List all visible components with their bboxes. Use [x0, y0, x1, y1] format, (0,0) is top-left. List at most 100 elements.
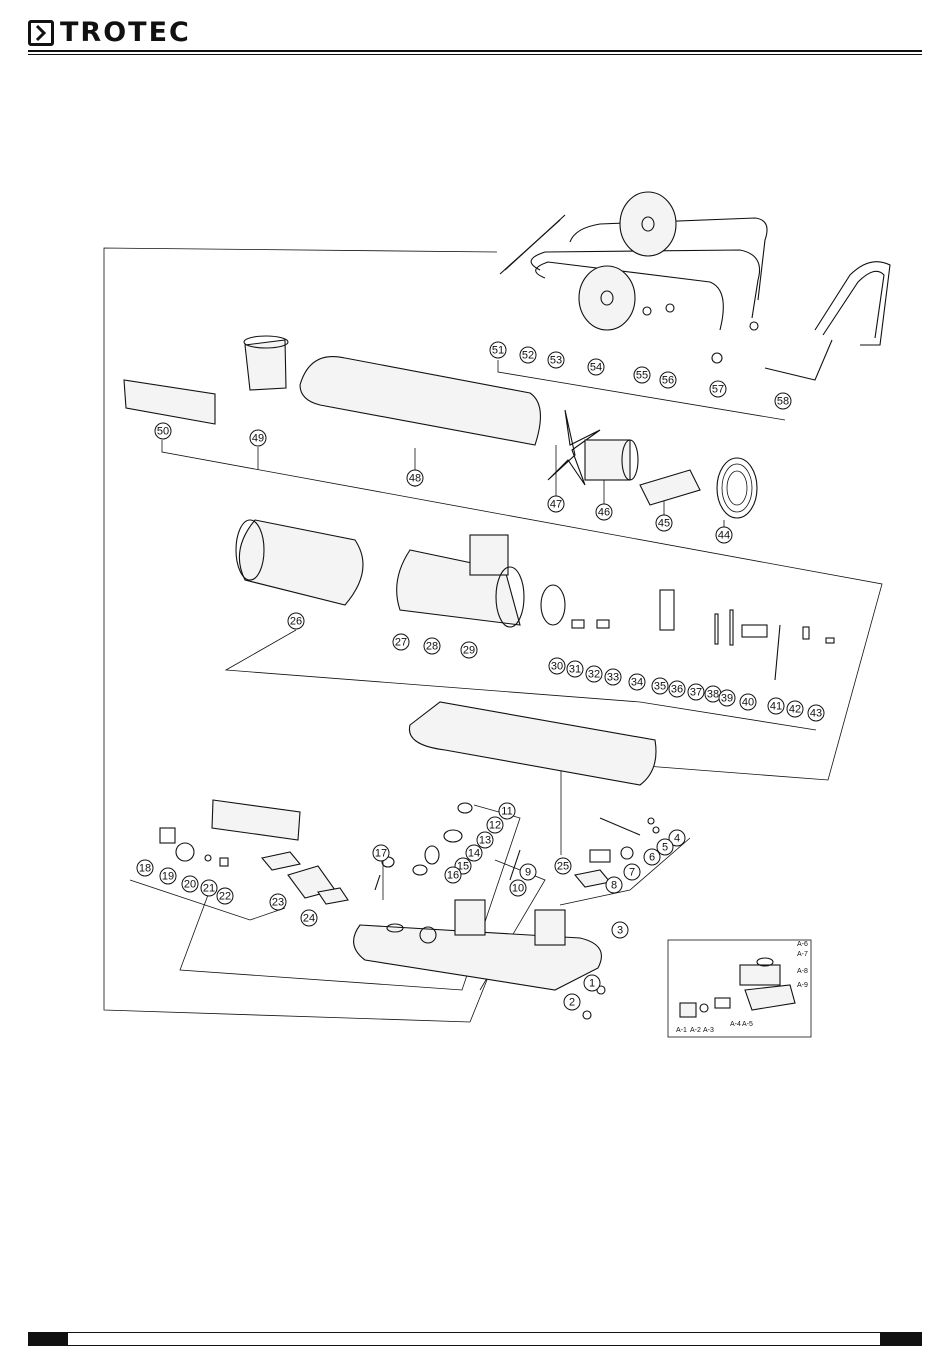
- callout-number: 48: [409, 473, 421, 485]
- inset-label: A-5: [742, 1021, 753, 1028]
- callout-number: 19: [162, 871, 174, 883]
- cap: [712, 353, 722, 363]
- callout-44: 44: [716, 527, 732, 543]
- callout-35: 35: [652, 678, 668, 694]
- callout-number: 25: [557, 861, 569, 873]
- callout-38: 38: [705, 686, 721, 702]
- callout-19: 19: [160, 868, 176, 884]
- callout-30: 30: [549, 658, 565, 674]
- callout-16: 16: [445, 867, 461, 883]
- callout-51: 51: [490, 342, 506, 358]
- callout-3: 3: [612, 922, 628, 938]
- callout-number: 40: [742, 697, 754, 709]
- combustion-chamber: [397, 535, 524, 627]
- footer-bar: [28, 1332, 922, 1346]
- callout-10: 10: [510, 880, 526, 896]
- callout-20: 20: [182, 876, 198, 892]
- small-parts-row: [541, 585, 834, 680]
- callout-37: 37: [688, 684, 704, 700]
- callout-number: 50: [157, 426, 169, 438]
- callout-number: 38: [707, 689, 719, 701]
- callout-number: 49: [252, 433, 264, 445]
- inset-label: A-1: [676, 1027, 687, 1034]
- callout-54: 54: [588, 359, 604, 375]
- callout-32: 32: [586, 666, 602, 682]
- callout-57: 57: [710, 381, 726, 397]
- callout-number: 31: [569, 664, 581, 676]
- callout-number: 45: [658, 518, 670, 530]
- callout-52: 52: [520, 347, 536, 363]
- callout-number: 4: [674, 833, 680, 845]
- inset-label: A-6: [797, 941, 808, 948]
- callout-number: 7: [629, 867, 635, 879]
- callout-1: 1: [584, 975, 600, 991]
- callout-13: 13: [477, 832, 493, 848]
- motor: [585, 440, 638, 480]
- cap: [750, 322, 758, 330]
- callout-number: 41: [770, 701, 782, 713]
- callout-number: 52: [522, 350, 534, 362]
- callout-number: 28: [426, 641, 438, 653]
- inset-label: A-9: [797, 982, 808, 989]
- callout-40: 40: [740, 694, 756, 710]
- callout-number: 46: [598, 507, 610, 519]
- callout-number: 47: [550, 499, 562, 511]
- callout-2: 2: [564, 994, 580, 1010]
- callout-36: 36: [669, 681, 685, 697]
- inset-label: A-3: [703, 1027, 714, 1034]
- inset-label: A-2: [690, 1027, 701, 1034]
- callout-9: 9: [520, 864, 536, 880]
- callout-number: 54: [590, 362, 602, 374]
- callout-number: 33: [607, 672, 619, 684]
- callout-22: 22: [217, 888, 233, 904]
- leader-lines: [130, 360, 882, 1022]
- callout-34: 34: [629, 674, 645, 690]
- callout-number: 21: [203, 883, 215, 895]
- frame-outline: [104, 248, 497, 1022]
- callout-43: 43: [808, 705, 824, 721]
- callout-number: 39: [721, 693, 733, 705]
- outer-cylinder: [236, 520, 363, 605]
- callout-number: 51: [492, 345, 504, 357]
- callout-number: 16: [447, 870, 459, 882]
- wheel-upper: [620, 192, 676, 256]
- callout-47: 47: [548, 496, 564, 512]
- callout-55: 55: [634, 367, 650, 383]
- callout-number: 56: [662, 375, 674, 387]
- inset-detail: A-6 A-7 A-8 A-9 A-1 A-2 A-3 A-4 A-5: [668, 940, 811, 1037]
- callout-number: 14: [468, 848, 480, 860]
- callout-number: 6: [649, 852, 655, 864]
- callout-number: 23: [272, 897, 284, 909]
- callout-53: 53: [548, 352, 564, 368]
- washer: [666, 304, 674, 312]
- callout-number: 35: [654, 681, 666, 693]
- callout-number: 20: [184, 879, 196, 891]
- callout-6: 6: [644, 849, 660, 865]
- callout-56: 56: [660, 372, 676, 388]
- callout-23: 23: [270, 894, 286, 910]
- callout-number: 58: [777, 396, 789, 408]
- callout-39: 39: [719, 690, 735, 706]
- footer-right-block: [880, 1332, 922, 1346]
- callout-number: 36: [671, 684, 683, 696]
- callout-number: 44: [718, 530, 730, 542]
- callout-number: 11: [501, 806, 512, 818]
- callout-28: 28: [424, 638, 440, 654]
- callout-42: 42: [787, 701, 803, 717]
- callout-25: 25: [555, 858, 571, 874]
- callout-number: 26: [290, 616, 302, 628]
- callout-24: 24: [301, 910, 317, 926]
- inset-label: A-4: [730, 1021, 741, 1028]
- callout-number: 27: [395, 637, 407, 649]
- callout-45: 45: [656, 515, 672, 531]
- callout-number: 18: [139, 863, 151, 875]
- wheel-lower: [579, 266, 635, 330]
- callout-number: 2: [569, 997, 575, 1009]
- callout-49: 49: [250, 430, 266, 446]
- motor-bracket: [640, 470, 700, 505]
- callout-number: 5: [662, 842, 668, 854]
- callout-11: 11: [499, 803, 515, 819]
- callout-number: 13: [479, 835, 491, 847]
- callout-number: 53: [550, 355, 562, 367]
